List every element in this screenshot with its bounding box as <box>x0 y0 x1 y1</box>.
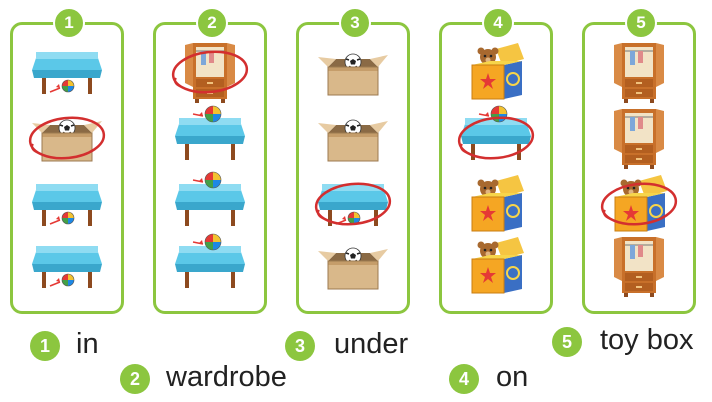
answer-badge-2: 2 <box>120 364 150 394</box>
answer-word-3: under <box>334 328 409 360</box>
answer-badge-4: 4 <box>449 364 479 394</box>
picture-wardrobe <box>614 107 664 169</box>
picture-table-ball-under <box>318 180 388 228</box>
answer-badge-3: 3 <box>285 331 315 361</box>
picture-box-ball-in <box>318 47 388 97</box>
picture-table-ball-on <box>175 171 245 228</box>
answer-word-2: wardrobe <box>166 361 287 393</box>
picture-toybox <box>466 43 526 101</box>
answer-circle <box>170 48 250 96</box>
picture-wardrobe <box>614 235 664 297</box>
picture-box-ball-in <box>32 113 102 163</box>
picture-toybox <box>466 237 526 295</box>
panel-number-badge-2: 2 <box>196 7 228 39</box>
answer-badge-1: 1 <box>30 331 60 361</box>
answer-word-1: in <box>76 328 99 360</box>
answer-word-4: on <box>496 361 529 393</box>
picture-table-ball-under <box>32 48 102 96</box>
answer-circle <box>27 114 107 162</box>
picture-table-ball-on <box>175 105 245 162</box>
panel-number-badge-5: 5 <box>625 7 657 39</box>
picture-box-ball-in <box>318 113 388 163</box>
answer-badge-5: 5 <box>552 327 582 357</box>
answer-circle <box>456 114 536 162</box>
picture-table-ball-on <box>461 105 531 162</box>
panel-number-badge-4: 4 <box>482 7 514 39</box>
picture-toybox <box>466 175 526 233</box>
answer-circle <box>599 180 679 228</box>
picture-wardrobe <box>614 41 664 103</box>
answer-word-5: toy box <box>600 324 694 356</box>
picture-box-ball-in <box>318 241 388 291</box>
picture-table-ball-on <box>175 233 245 290</box>
picture-table-ball-under <box>32 180 102 228</box>
panel-number-badge-1: 1 <box>53 7 85 39</box>
panel-number-badge-3: 3 <box>339 7 371 39</box>
answer-circle <box>313 180 393 228</box>
picture-table-ball-under <box>32 242 102 290</box>
